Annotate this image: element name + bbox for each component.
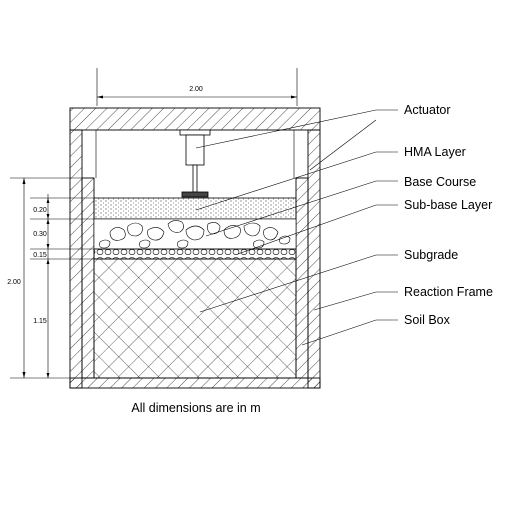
soil-box-label: Soil Box (404, 313, 451, 327)
reaction-frame (69, 107, 321, 389)
width-dimension: 2.00 (96, 68, 298, 106)
actuator-label: Actuator (404, 103, 451, 117)
height-label: 2.00 (7, 279, 21, 286)
hma-layer (93, 197, 297, 220)
width-label: 2.00 (189, 86, 203, 93)
caption: All dimensions are in m (131, 401, 260, 415)
hma-layer-label: HMA Layer (404, 145, 466, 159)
actuator (179, 129, 211, 198)
reaction-frame-label: Reaction Frame (404, 285, 493, 299)
base-course-label: Base Course (404, 175, 476, 189)
soil-box (81, 177, 309, 379)
subbase-layer-label: Sub-base Layer (404, 198, 492, 212)
subbase-thickness-label: 0.15 (33, 252, 47, 259)
subbase-layer (93, 248, 297, 260)
base-course (93, 218, 297, 250)
base-thickness-label: 0.30 (33, 231, 47, 238)
subgrade-label: Subgrade (404, 248, 458, 262)
subgrade-layer (93, 258, 297, 379)
leader-lines (195, 109, 398, 346)
depth-dimensions: 2.00 0.20 0.30 0.15 1.15 (7, 177, 94, 379)
subgrade-thickness-label: 1.15 (33, 318, 47, 325)
hma-thickness-label: 0.20 (33, 207, 47, 214)
